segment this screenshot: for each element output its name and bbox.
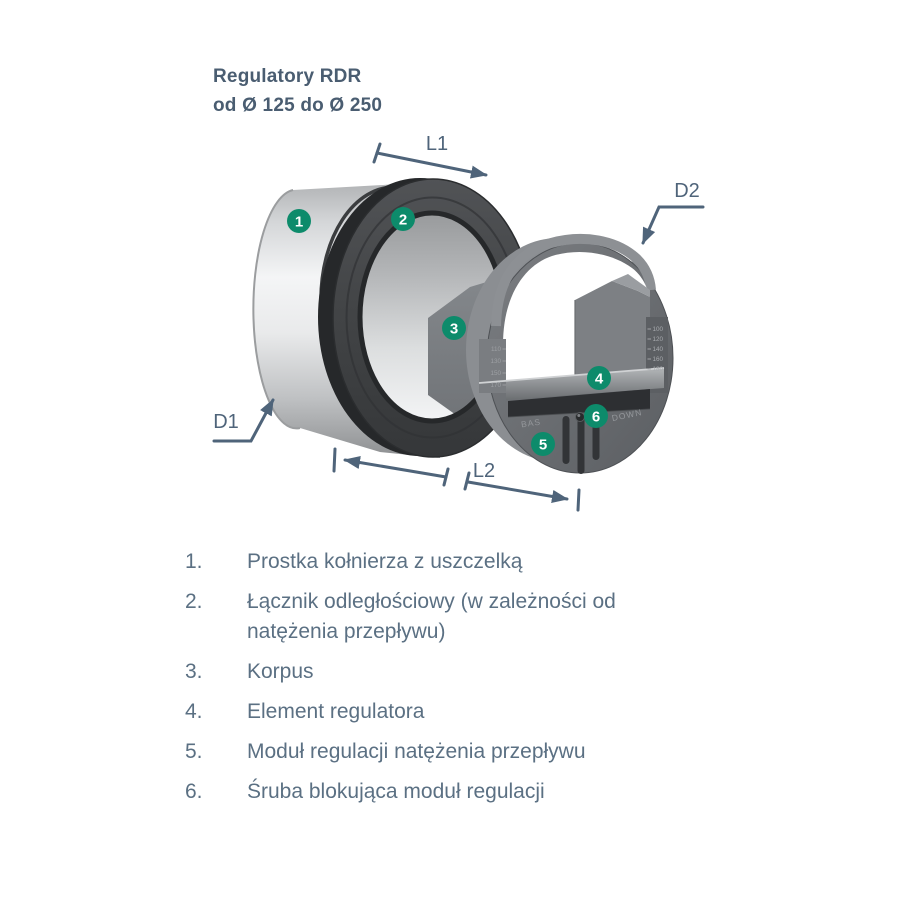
page-title: Regulatory RDR od Ø 125 do Ø 250 bbox=[213, 62, 382, 120]
locking-screw bbox=[575, 412, 585, 422]
right-scale-180: 180 bbox=[653, 366, 664, 373]
item-text: Moduł regulacji natężenia przepływu bbox=[247, 740, 586, 763]
dim-d2 bbox=[641, 205, 705, 245]
marker-4: 4 bbox=[587, 366, 611, 390]
marker-4-num: 4 bbox=[595, 370, 604, 387]
marker-3-num: 3 bbox=[450, 320, 458, 337]
d1-label: D1 bbox=[213, 411, 239, 433]
l2-right-arrow bbox=[466, 480, 569, 503]
title-line2: od Ø 125 do Ø 250 bbox=[213, 95, 383, 116]
item-text: Korpus bbox=[247, 660, 314, 683]
list-item: 2. Łącznik odległościowy (w zależności o… bbox=[185, 587, 785, 647]
item-text: Łącznik odległościowy (w zależności od n… bbox=[247, 590, 616, 643]
dimensions bbox=[212, 142, 705, 512]
item-text: Prostka kołnierza z uszczelką bbox=[247, 550, 523, 573]
damper-blade bbox=[506, 368, 664, 400]
l1-label: L1 bbox=[426, 133, 448, 155]
list-item: 3. Korpus bbox=[185, 657, 785, 687]
list-item: 6. Śruba blokująca moduł regulacji bbox=[185, 777, 785, 807]
regulator-disc-assembly: 110 130 150 170 100 120 140 160 180 bbox=[466, 233, 674, 474]
right-scale-ticks bbox=[647, 328, 651, 370]
dimension-labels: L1 D2 D1 L2 bbox=[213, 133, 700, 482]
d2-label: D2 bbox=[674, 180, 700, 202]
dim-d1 bbox=[212, 398, 275, 443]
l2-left-tick bbox=[332, 447, 337, 473]
left-scale-170: 170 bbox=[490, 382, 501, 389]
marker-2-num: 2 bbox=[399, 211, 407, 228]
dim-l1 bbox=[372, 142, 488, 179]
item-text: Śruba blokująca moduł regulacji bbox=[247, 780, 545, 803]
marker-6-num: 6 bbox=[592, 408, 600, 425]
l1-arrow bbox=[375, 151, 488, 179]
list-item: 5. Moduł regulacji natężenia przepływu bbox=[185, 737, 785, 767]
regulator-diagram: 110 130 150 170 100 120 140 160 180 bbox=[212, 133, 705, 512]
item-number: 5. bbox=[185, 740, 203, 763]
collar-back-rim-edge bbox=[252, 189, 301, 430]
dim-l2 bbox=[332, 447, 581, 512]
blade-top-highlight bbox=[478, 367, 665, 384]
right-scale-140: 140 bbox=[653, 346, 664, 353]
part-markers: 1 2 3 4 5 6 bbox=[287, 207, 611, 456]
channel-wall bbox=[575, 281, 650, 378]
marker-6: 6 bbox=[584, 404, 608, 428]
left-scale-110: 110 bbox=[491, 346, 502, 353]
left-scale-tab bbox=[479, 339, 506, 393]
l2-right-tick bbox=[576, 488, 581, 512]
item-text: Element regulatora bbox=[247, 700, 425, 723]
left-scale-ticks bbox=[502, 348, 506, 386]
item-number: 6. bbox=[185, 780, 203, 803]
marker-5: 5 bbox=[531, 432, 555, 456]
marker-2: 2 bbox=[391, 207, 415, 231]
list-item: 4. Element regulatora bbox=[185, 697, 785, 727]
right-scale: 100 120 140 160 180 bbox=[647, 326, 664, 373]
marker-5-num: 5 bbox=[539, 436, 547, 453]
left-scale-150: 150 bbox=[490, 370, 501, 377]
right-scale-100: 100 bbox=[653, 326, 664, 333]
bas-engraving: BAS bbox=[520, 417, 541, 430]
left-scale-130: 130 bbox=[490, 358, 501, 365]
channel-top-face bbox=[612, 274, 650, 297]
marker-1-num: 1 bbox=[295, 213, 303, 230]
item-number: 1. bbox=[185, 550, 203, 573]
d1-arrow bbox=[212, 398, 275, 443]
outlet-slot bbox=[508, 389, 650, 417]
right-scale-120: 120 bbox=[653, 336, 664, 343]
left-scale: 110 130 150 170 bbox=[490, 346, 506, 389]
right-scale-160: 160 bbox=[653, 356, 664, 363]
disc-inner-band bbox=[491, 233, 656, 327]
item-number: 4. bbox=[185, 700, 203, 723]
l2-mid-tick-a bbox=[442, 467, 450, 487]
d2-arrow bbox=[641, 205, 705, 245]
list-item: 1. Prostka kołnierza z uszczelką bbox=[185, 547, 785, 577]
item-number: 3. bbox=[185, 660, 203, 683]
marker-1: 1 bbox=[287, 209, 311, 233]
marker-3: 3 bbox=[442, 316, 466, 340]
item-number: 2. bbox=[185, 590, 203, 613]
parts-list: 1. Prostka kołnierza z uszczelką 2. Łącz… bbox=[185, 547, 785, 817]
l2-label: L2 bbox=[473, 460, 495, 482]
title-line1: Regulatory RDR bbox=[213, 66, 362, 87]
l2-left-arrow bbox=[343, 455, 448, 479]
